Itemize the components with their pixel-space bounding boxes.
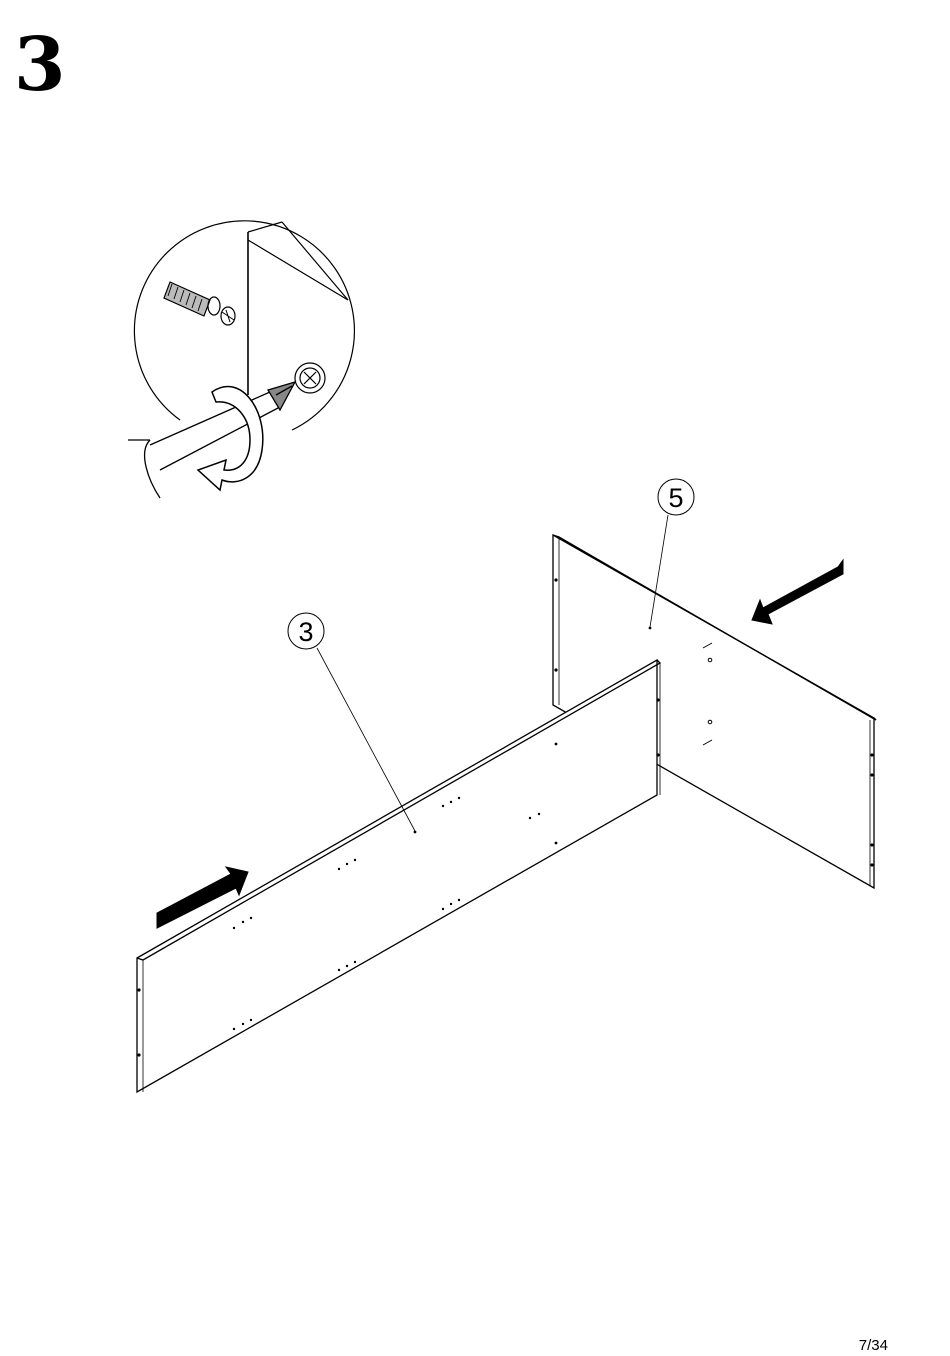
panel-3 bbox=[137, 660, 660, 1092]
dowel-icon bbox=[164, 282, 235, 325]
callout-label-5: 5 bbox=[668, 483, 683, 513]
cam-lock-icon bbox=[295, 363, 325, 393]
callout-label-3: 3 bbox=[298, 617, 313, 647]
page-number: 7/34 bbox=[859, 1337, 888, 1354]
clockwise-arrow-icon bbox=[198, 386, 263, 490]
push-arrow-right-icon bbox=[752, 560, 843, 624]
callout-part-3: 3 bbox=[288, 613, 415, 831]
